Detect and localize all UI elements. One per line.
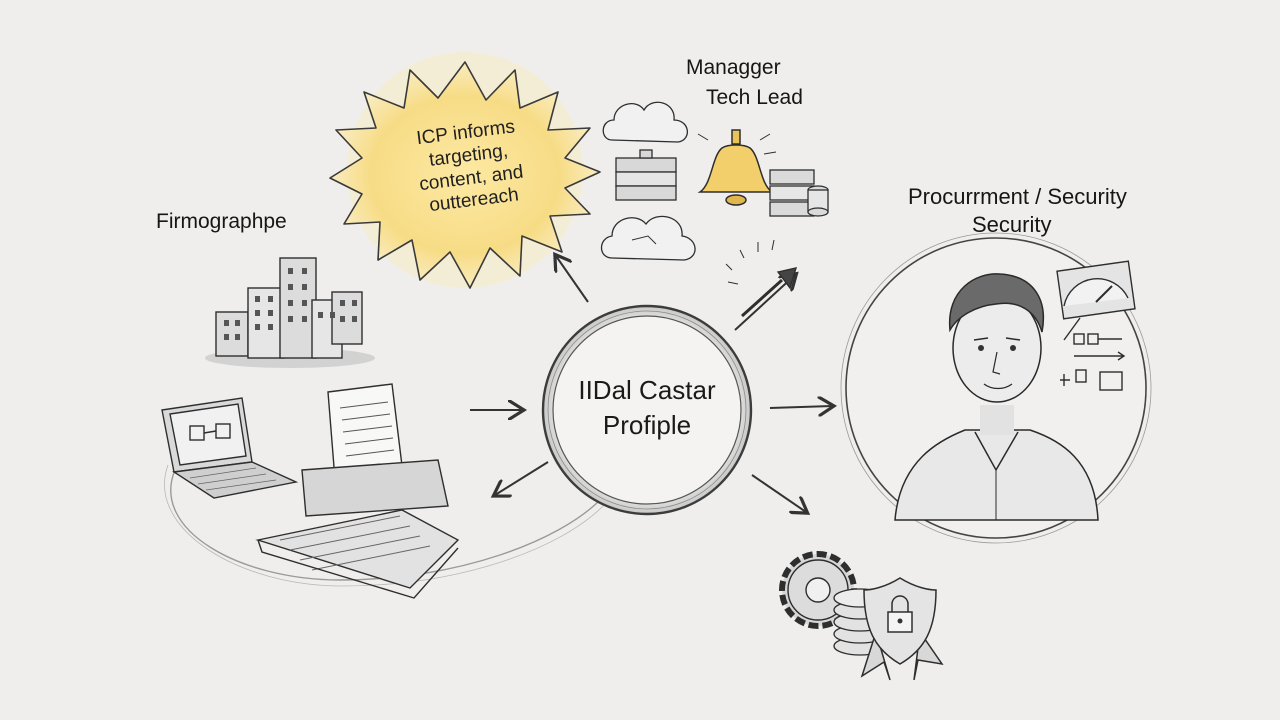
arrow-to-devices [495,461,549,495]
firmographic-label: Firmographpe [156,210,287,233]
callout-burst [329,52,601,289]
bell-icon [697,129,777,206]
arrows [470,256,832,512]
server-stack-icon [615,149,677,201]
arrow-to-person [769,406,832,408]
buildings-icon [205,257,375,368]
manager-label-line2: Tech Lead [706,86,803,109]
center-title-line2: Profiple [602,410,692,441]
keyboard-icon [255,459,460,599]
laptop-icon [161,397,299,499]
arrow-to-security-icons [751,474,806,512]
flow-arc-left [170,469,601,581]
center-title-line1: IIDal Castar [578,375,716,405]
procurement-label-line2: Security [972,212,1052,237]
center-profile-circle [541,304,753,516]
checklist-icon [1060,317,1126,391]
shield-lock-icon [860,577,944,681]
arrow-to-manager [734,275,795,331]
procurement-label-line1: Procurrment / Security [908,184,1127,209]
database-icon [769,169,829,217]
cloud-icon [600,101,696,261]
center-title: IIDal Castar Profiple [552,373,742,443]
manager-label-line1: Managger [686,56,781,79]
arrow-icon [725,239,798,318]
arrow-to-callout [556,256,589,303]
gauge-icon [1056,260,1136,320]
person-icon [894,273,1099,521]
